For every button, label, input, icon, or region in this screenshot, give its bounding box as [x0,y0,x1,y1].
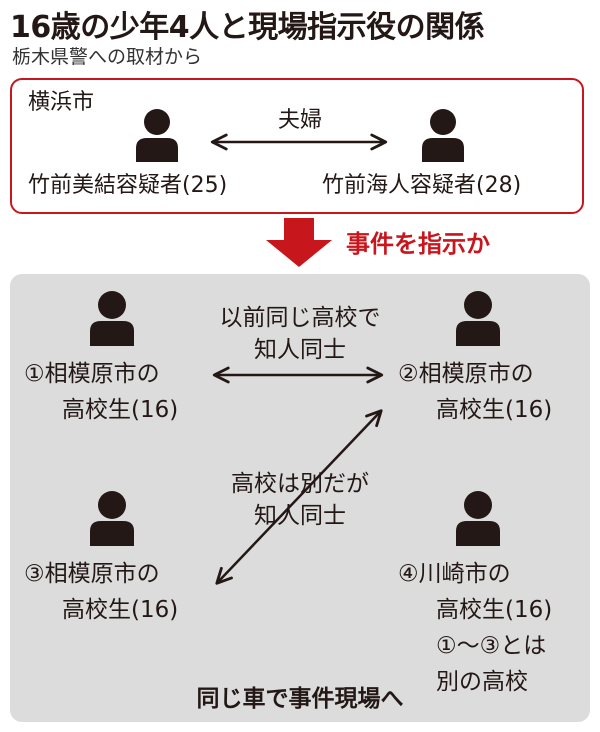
person-icon-right [422,109,464,162]
person-icon-2 [456,291,500,346]
student-4-line2: 高校生(16) [436,597,553,623]
student-1-line1: ①相模原市の [24,361,160,387]
student-4-line1: ④川崎市の [398,561,511,587]
spouse-label: 夫婦 [277,108,322,133]
student-2-line2: 高校生(16) [436,397,553,423]
acquaintance-arrow-2-3 [215,409,383,585]
student-3-label: ③相模原市の 高校生(16) [24,556,178,628]
instruct-label: 事件を指示か [346,230,490,258]
student-2-label: ②相模原市の 高校生(16) [398,356,552,428]
relation-label-2-3-line1: 高校は別だが [231,471,369,497]
student-1-line2: 高校生(16) [62,397,179,423]
footer-note: 同じ車で事件現場へ [196,686,404,712]
person-icon-left [136,109,178,162]
student-1-label: ①相模原市の 高校生(16) [24,356,178,428]
person-icon-3 [90,491,134,546]
suspect-left-name: 竹前美結容疑者(25) [28,173,228,198]
instruct-down-arrow [266,218,332,267]
person-icon-1 [90,291,134,346]
student-4-label: ④川崎市の 高校生(16) ①〜③とは 別の高校 [398,556,552,700]
diagram-title: 16歳の少年4人と現場指示役の関係 [10,10,485,45]
relation-label-2-3-line2: 知人同士 [254,503,346,529]
source-note: 栃木県警への取材から [12,46,203,68]
suspect-right-name: 竹前海人容疑者(28) [322,173,522,198]
student-2-line1: ②相模原市の [398,361,534,387]
student-4-line4: 別の高校 [436,669,528,695]
relation-label-1-2-line2: 知人同士 [254,337,346,363]
location-label: 横浜市 [28,90,95,115]
student-4-line3: ①〜③とは [436,633,547,659]
student-3-line1: ③相模原市の [24,561,160,587]
person-icon-4 [456,491,500,546]
relation-label-1-2-line1: 以前同じ高校で [219,305,381,331]
student-3-line2: 高校生(16) [62,597,179,623]
